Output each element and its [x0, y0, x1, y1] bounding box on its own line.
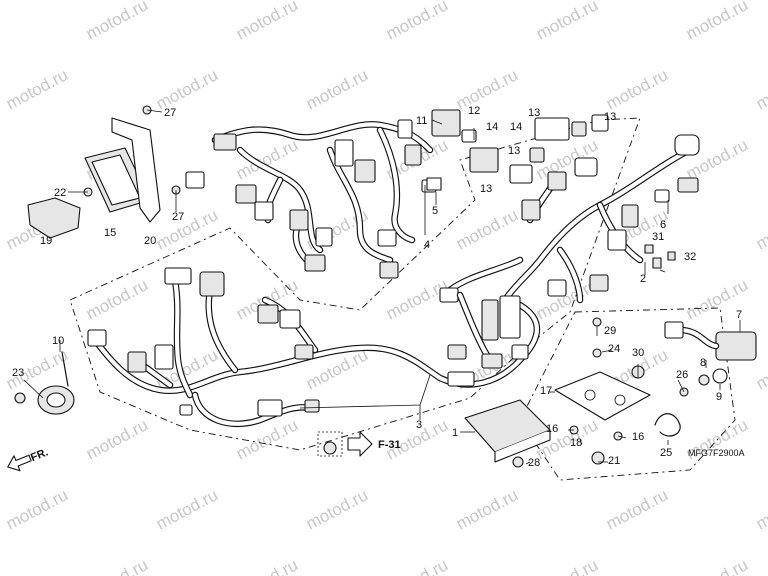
callout-number: 19 — [40, 235, 52, 247]
watermark-text: motod.ru — [753, 485, 768, 533]
watermark-text: motod.ru — [753, 205, 768, 253]
relays — [431, 109, 609, 184]
watermark-text: motod.ru — [83, 555, 151, 576]
watermark-text: motod.ru — [383, 0, 451, 44]
callout-number: 28 — [528, 457, 540, 469]
callout-number: 20 — [144, 235, 156, 247]
callout-number: 13 — [604, 111, 616, 123]
watermark-text: motod.ru — [83, 0, 151, 44]
callout-number: 27 — [164, 107, 176, 119]
watermark-text: motod.ru — [0, 415, 1, 463]
callout-number: 6 — [660, 219, 666, 231]
right-harness — [439, 134, 700, 304]
front-arrow-icon — [7, 454, 32, 472]
watermark-text: motod.ru — [753, 65, 768, 113]
callout-number: 12 — [468, 105, 480, 117]
watermark-text: motod.ru — [533, 555, 601, 576]
sensor-19 — [27, 197, 81, 239]
watermark-text: motod.ru — [0, 135, 1, 183]
callout-number: 9 — [716, 391, 722, 403]
callout-number: 8 — [700, 357, 706, 369]
callout-number: 30 — [632, 347, 644, 359]
callout-number: 32 — [684, 251, 696, 263]
callout-number: 16 — [546, 423, 558, 435]
callout-number: 13 — [480, 183, 492, 195]
watermark-text: motod.ru — [383, 555, 451, 576]
ecu-bracket — [111, 117, 161, 223]
callout-number: 1 — [452, 427, 458, 439]
callout-number: 23 — [12, 367, 24, 379]
watermark-text: motod.ru — [603, 65, 671, 113]
callout-number: 18 — [570, 437, 582, 449]
section-reference: F-31 — [317, 431, 401, 457]
callout-number: 14 — [510, 121, 522, 133]
watermark-text: motod.ru — [83, 275, 151, 323]
callout-number: 26 — [676, 369, 688, 381]
watermark-text: motod.ru — [453, 65, 521, 113]
callout-number: 13 — [528, 107, 540, 119]
watermark-text: motod.ru — [83, 415, 151, 463]
regulator — [464, 399, 551, 463]
bracket-17 — [554, 371, 651, 421]
watermark-text: motod.ru — [453, 485, 521, 533]
callout-number: 11 — [416, 115, 427, 127]
callout-number: 7 — [736, 309, 742, 321]
callout-number: 16 — [632, 431, 644, 443]
front-label: FR. — [29, 446, 50, 464]
callout-number: 17 — [540, 385, 552, 397]
callout-number: 5 — [432, 205, 438, 217]
main-harness — [87, 267, 541, 427]
watermark-text: motod.ru — [533, 0, 601, 44]
section-ref-label: F-31 — [378, 439, 401, 451]
callout-number: 31 — [652, 231, 664, 243]
callout-number: 2 — [640, 273, 646, 285]
callout-number: 4 — [424, 239, 430, 251]
watermark-text: motod.ru — [603, 485, 671, 533]
watermark-text: motod.ru — [0, 275, 1, 323]
callout-number: 10 — [52, 335, 64, 347]
watermark-text: motod.ru — [683, 0, 751, 44]
watermark-text: motod.ru — [153, 485, 221, 533]
callout-number: 29 — [604, 325, 616, 337]
clamp-25 — [654, 413, 681, 437]
watermark-text: motod.ru — [233, 555, 301, 576]
callout-number: 27 — [172, 211, 184, 223]
callout-number: 14 — [486, 121, 498, 133]
upper-harness — [185, 119, 437, 279]
watermark-text: motod.ru — [153, 205, 221, 253]
watermark-text: motod.ru — [303, 485, 371, 533]
watermark-text: motod.ru — [3, 65, 71, 113]
callout-number: 15 — [104, 227, 116, 239]
watermark-text: motod.ru — [233, 0, 301, 44]
harness-group-outline — [69, 117, 641, 451]
watermark-text: motod.ru — [233, 135, 301, 183]
callout-number: 21 — [608, 455, 620, 467]
sensor-7 — [664, 321, 757, 361]
callout-number: 25 — [660, 447, 672, 459]
front-direction-indicator: FR. — [7, 446, 50, 472]
watermark-text: motod.ru — [0, 555, 1, 576]
callout-number: 22 — [54, 187, 66, 199]
callout-number: 13 — [508, 145, 520, 157]
callout-number: 24 — [608, 343, 620, 355]
watermark-text: motod.ru — [0, 0, 1, 44]
watermark-text: motod.ru — [453, 205, 521, 253]
callout-number: 3 — [416, 419, 422, 431]
diagram-code: MFG7F2900A — [688, 448, 745, 458]
leader-lines — [23, 109, 741, 465]
watermark-text: motod.ru — [303, 65, 371, 113]
watermark-text: motod.ru — [3, 485, 71, 533]
horn — [37, 351, 75, 415]
watermark-text: motod.ru — [683, 555, 751, 576]
